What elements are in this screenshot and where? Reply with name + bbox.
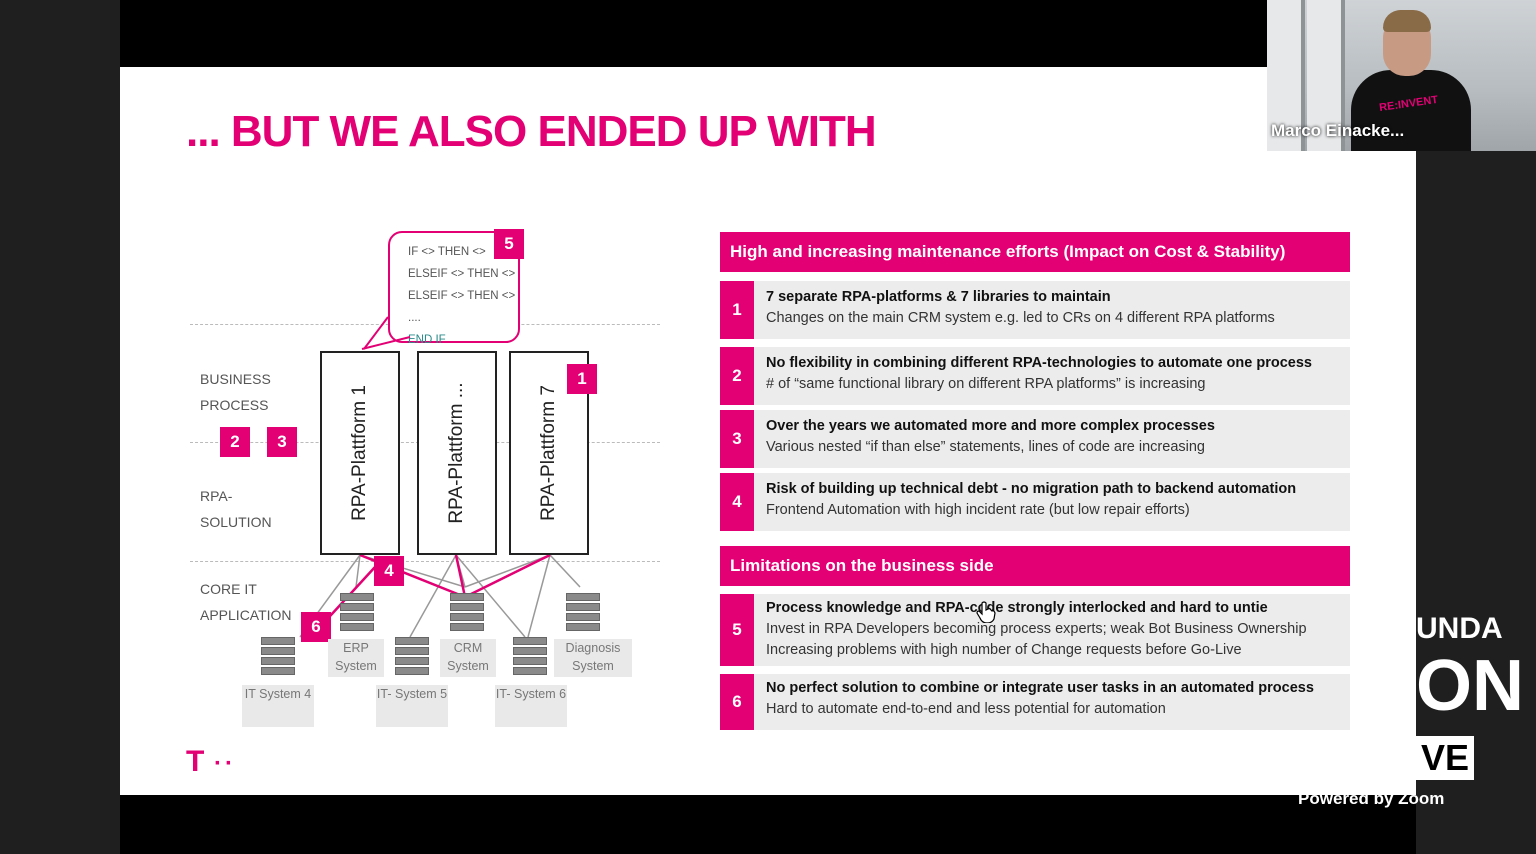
system-it-4: IT System 4 bbox=[242, 685, 314, 727]
badge-4: 4 bbox=[374, 556, 404, 586]
item-text: Process knowledge and RPA-code strongly … bbox=[766, 598, 1344, 661]
item-number: 4 bbox=[720, 473, 754, 531]
badge-1: 1 bbox=[567, 364, 597, 394]
server-icon bbox=[513, 637, 547, 675]
rpa-platform-label: RPA-Plattform 1 bbox=[349, 385, 370, 521]
layer-core-it: CORE IT APPLICATION bbox=[200, 581, 292, 623]
server-icon bbox=[340, 593, 374, 631]
system-erp: ERP System bbox=[328, 639, 384, 677]
system-crm: CRM System bbox=[440, 639, 496, 677]
item-title: Risk of building up technical debt - no … bbox=[766, 481, 1297, 497]
shared-slide: ... BUT WE ALSO ENDED UP WITH BUSINESS P… bbox=[120, 67, 1416, 795]
item-line: Changes on the main CRM system e.g. led … bbox=[766, 310, 1275, 326]
list-item: 1 7 separate RPA-platforms & 7 libraries… bbox=[720, 281, 1350, 339]
code-line: ELSEIF <> THEN <> bbox=[408, 290, 516, 302]
rpa-platform: RPA-Plattform 1 bbox=[320, 351, 400, 555]
server-icon bbox=[450, 593, 484, 631]
item-line: Increasing problems with high number of … bbox=[766, 642, 1242, 658]
badge-6: 6 bbox=[301, 612, 331, 642]
list-item: 3 Over the years we automated more and m… bbox=[720, 410, 1350, 468]
participant-video-tile[interactable]: RE:INVENT Marco Einacke... bbox=[1267, 0, 1536, 151]
section-header-maintenance: High and increasing maintenance efforts … bbox=[720, 232, 1350, 272]
person-hair bbox=[1383, 10, 1431, 32]
item-number: 1 bbox=[720, 281, 754, 339]
section-header-business: Limitations on the business side bbox=[720, 546, 1350, 586]
item-title: No perfect solution to combine or integr… bbox=[766, 680, 1314, 696]
badge-5: 5 bbox=[494, 229, 524, 259]
server-icon bbox=[261, 637, 295, 675]
layer-business-process: BUSINESS PROCESS bbox=[200, 371, 271, 413]
item-text: Over the years we automated more and mor… bbox=[766, 416, 1344, 458]
brand-fragment-3: VE bbox=[1416, 736, 1474, 780]
item-number: 3 bbox=[720, 410, 754, 468]
item-number: 6 bbox=[720, 674, 754, 730]
layer-rpa-solution: RPA- SOLUTION bbox=[200, 488, 272, 530]
code-line: END IF bbox=[408, 334, 446, 346]
brand-fragment-1: UNDA bbox=[1416, 612, 1503, 645]
powered-by-zoom: Powered by Zoom bbox=[1298, 789, 1445, 808]
slide-title: ... BUT WE ALSO ENDED UP WITH bbox=[186, 107, 877, 156]
item-text: Risk of building up technical debt - no … bbox=[766, 479, 1344, 521]
item-line: Hard to automate end-to-end and less pot… bbox=[766, 701, 1166, 717]
brand-fragment-3-text: VE bbox=[1420, 737, 1470, 778]
list-item: 4 Risk of building up technical debt - n… bbox=[720, 473, 1350, 531]
layer-divider bbox=[190, 561, 660, 562]
badge-2: 2 bbox=[220, 427, 250, 457]
list-item: 6 No perfect solution to combine or inte… bbox=[720, 674, 1350, 730]
brand-fragment-2: ON bbox=[1416, 646, 1524, 726]
item-line: Various nested “if than else” statements… bbox=[766, 439, 1205, 455]
participant-name: Marco Einacke... bbox=[1271, 121, 1405, 140]
code-line: IF <> THEN <> bbox=[408, 246, 486, 258]
code-line: ELSEIF <> THEN <> bbox=[408, 268, 516, 280]
system-it-5: IT- System 5 bbox=[376, 685, 448, 727]
code-line: .... bbox=[408, 312, 421, 324]
badge-3: 3 bbox=[267, 427, 297, 457]
server-icon bbox=[395, 637, 429, 675]
system-diagnosis: Diagnosis System bbox=[554, 639, 632, 677]
server-icon bbox=[566, 593, 600, 631]
item-title: No flexibility in combining different RP… bbox=[766, 355, 1312, 371]
left-letterbox bbox=[0, 0, 120, 854]
telekom-logo: T ·· bbox=[186, 745, 236, 778]
item-line: Frontend Automation with high incident r… bbox=[766, 502, 1190, 518]
rpa-platform: RPA-Plattform ... bbox=[417, 351, 497, 555]
item-text: 7 separate RPA-platforms & 7 libraries t… bbox=[766, 287, 1344, 329]
rpa-platform-label: RPA-Plattform 7 bbox=[538, 385, 559, 521]
system-it-6: IT- System 6 bbox=[495, 685, 567, 727]
hand-cursor-icon bbox=[976, 601, 996, 623]
rpa-platform: RPA-Plattform 7 bbox=[509, 351, 589, 555]
item-number: 5 bbox=[720, 594, 754, 666]
item-line: Invest in RPA Developers becoming proces… bbox=[766, 621, 1307, 637]
item-text: No perfect solution to combine or integr… bbox=[766, 678, 1344, 720]
item-title: 7 separate RPA-platforms & 7 libraries t… bbox=[766, 289, 1111, 305]
item-title: Over the years we automated more and mor… bbox=[766, 418, 1215, 434]
rpa-platform-label: RPA-Plattform ... bbox=[446, 382, 467, 524]
item-title: Process knowledge and RPA-code strongly … bbox=[766, 600, 1268, 616]
item-line: # of “same functional library on differe… bbox=[766, 376, 1206, 392]
item-number: 2 bbox=[720, 347, 754, 405]
list-item: 2 No flexibility in combining different … bbox=[720, 347, 1350, 405]
person-body bbox=[1351, 70, 1471, 151]
logo-letter: T bbox=[186, 745, 205, 778]
list-item: 5 Process knowledge and RPA-code strongl… bbox=[720, 594, 1350, 666]
item-text: No flexibility in combining different RP… bbox=[766, 353, 1344, 395]
